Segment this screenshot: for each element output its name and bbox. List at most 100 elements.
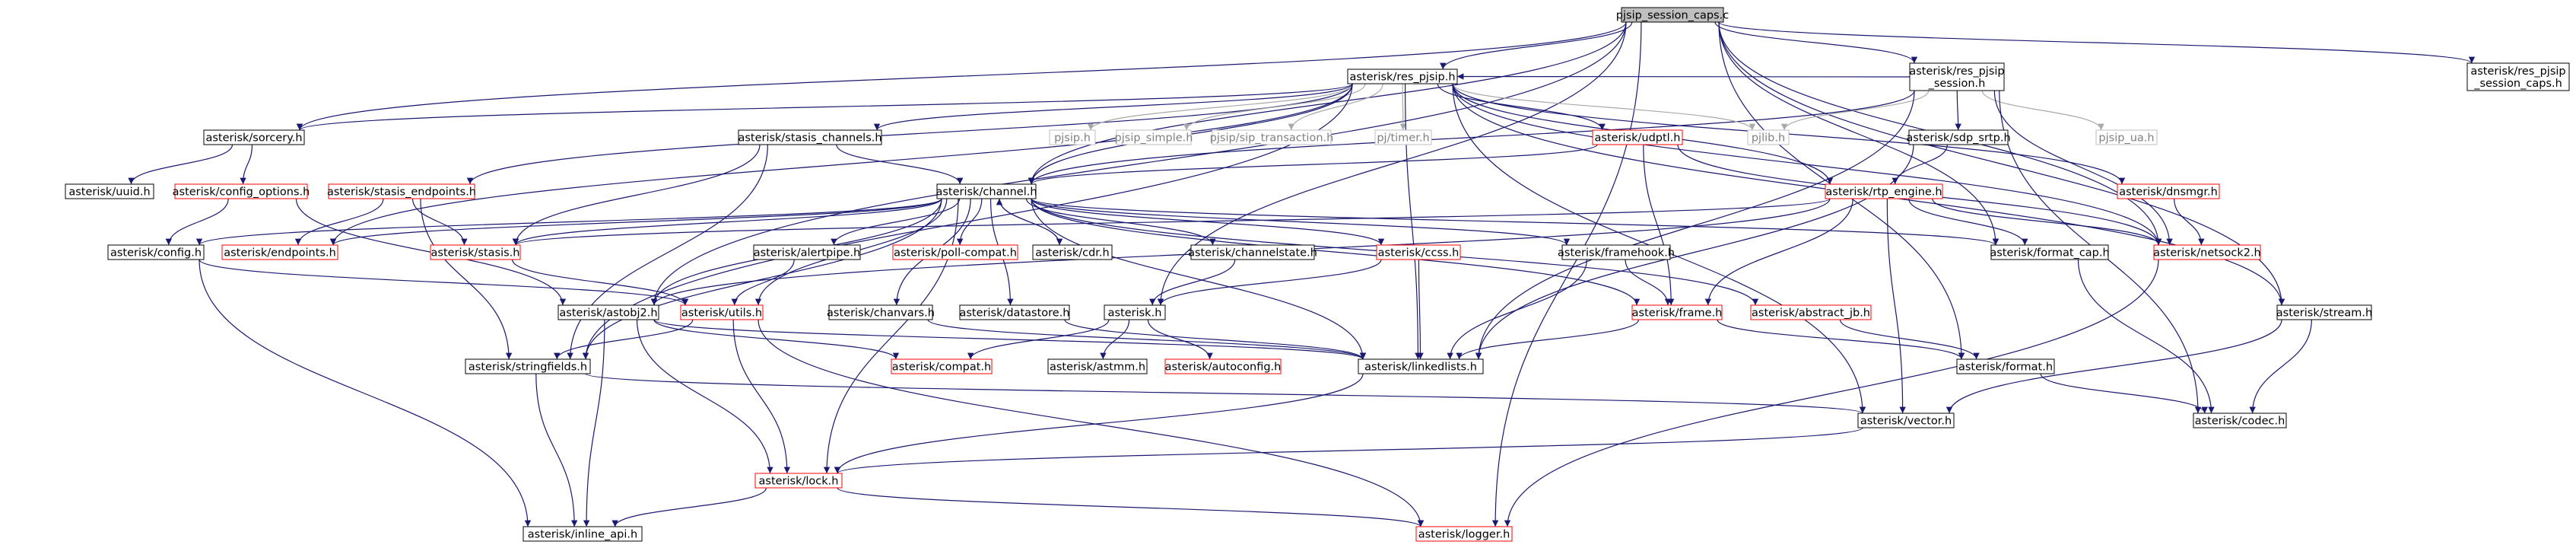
node-pjlib[interactable]: pjlib.h <box>1747 129 1790 145</box>
node-box <box>1212 129 1332 145</box>
node-abstract-jb[interactable]: asterisk/abstract_jb.h <box>1750 304 1872 320</box>
edge-sorcery-to-config-options <box>240 144 253 185</box>
node-sdp-srtp[interactable]: asterisk/sdp_srtp.h <box>1906 129 2011 145</box>
edge-astobj2-to-inline-api <box>583 319 605 527</box>
node-format[interactable]: asterisk/format.h <box>1956 358 2055 374</box>
node-stasis[interactable]: asterisk/stasis.h <box>430 244 521 260</box>
node-stasis-channels[interactable]: asterisk/stasis_channels.h <box>738 129 882 145</box>
node-box <box>1047 358 1148 374</box>
node-vector[interactable]: asterisk/vector.h <box>1857 412 1955 428</box>
edge-res-pjsip-session-to-pjlib <box>1780 90 1930 131</box>
edge-channelstate-to-asterisk <box>1149 259 1236 306</box>
node-logger[interactable]: asterisk/logger.h <box>1415 526 1513 542</box>
node-stream[interactable]: asterisk/stream.h <box>2276 304 2373 320</box>
edge-channel-to-stasis <box>512 198 942 246</box>
node-box <box>1374 129 1432 145</box>
node-label: asterisk/stream.h <box>2276 307 2373 320</box>
node-channelstate[interactable]: asterisk/channelstate.h <box>1188 244 1317 260</box>
node-uuid[interactable]: asterisk/uuid.h <box>65 183 154 199</box>
node-astobj2[interactable]: asterisk/astobj2.h <box>557 304 659 320</box>
node-pjsip-simple[interactable]: pjsip_simple.h <box>1115 129 1193 145</box>
node-frame[interactable]: asterisk/frame.h <box>1631 304 1723 320</box>
node-box <box>1561 244 1671 260</box>
node-box <box>1631 304 1723 320</box>
node-label: asterisk/autoconfig.h <box>1165 361 1282 374</box>
node-config[interactable]: asterisk/config.h <box>107 244 205 260</box>
edge-stasis-endpoints-to-stasis <box>411 198 468 246</box>
node-asterisk[interactable]: asterisk.h <box>1104 304 1166 320</box>
node-utils[interactable]: asterisk/utils.h <box>680 304 764 320</box>
node-box <box>2095 129 2158 145</box>
node-rtp-engine[interactable]: asterisk/rtp_engine.h <box>1825 183 1943 199</box>
node-channel[interactable]: asterisk/channel.h <box>935 183 1037 199</box>
node-pjsip[interactable]: pjsip.h <box>1049 129 1096 145</box>
node-codec[interactable]: asterisk/codec.h <box>2193 412 2287 428</box>
node-stasis-endpoints[interactable]: asterisk/stasis_endpoints.h <box>327 183 476 199</box>
node-sorcery[interactable]: asterisk/sorcery.h <box>203 129 305 145</box>
edge-sorcery-to-uuid <box>128 144 233 185</box>
node-linkedlists[interactable]: asterisk/linkedlists.h <box>1358 358 1484 374</box>
node-stringfields[interactable]: asterisk/stringfields.h <box>465 358 591 374</box>
node-astmm[interactable]: asterisk/astmm.h <box>1047 358 1148 374</box>
edge-netsock2-to-logger <box>1504 259 2159 527</box>
node-label: asterisk/chanvars.h <box>827 307 935 320</box>
node-compat[interactable]: asterisk/compat.h <box>891 358 993 374</box>
edge-rtp-engine-to-frame <box>1704 198 1853 306</box>
node-autoconfig[interactable]: asterisk/autoconfig.h <box>1164 358 1282 374</box>
node-alertpipe[interactable]: asterisk/alertpipe.h <box>753 244 861 260</box>
node-label: pjsip/sip_transaction.h <box>1210 132 1334 145</box>
node-label: asterisk/utils.h <box>681 307 762 320</box>
node-dnsmgr[interactable]: asterisk/dnsmgr.h <box>2117 183 2220 199</box>
node-root[interactable]: pjsip_session_caps.c <box>1616 7 1729 23</box>
node-label: asterisk/astobj2.h <box>559 307 657 320</box>
node-endpoints[interactable]: asterisk/endpoints.h <box>221 244 338 260</box>
edge-stringfields-to-inline-api <box>535 373 578 527</box>
edge-channel-to-linkedlists <box>1031 198 1367 360</box>
node-box <box>203 129 305 145</box>
node-label: pjsip_simple.h <box>1115 132 1193 145</box>
node-config-options[interactable]: asterisk/config_options.h <box>173 183 310 199</box>
node-pjsip-sip-transaction[interactable]: pjsip/sip_transaction.h <box>1210 129 1334 145</box>
node-framehook[interactable]: asterisk/framehook.h <box>1558 244 1675 260</box>
node-format-cap[interactable]: asterisk/format_cap.h <box>1990 244 2110 260</box>
edge-root-to-sorcery <box>297 21 1627 131</box>
edge-res-pjsip-session-to-res-pjsip <box>1456 73 1911 80</box>
node-box <box>1415 526 1513 542</box>
node-box <box>828 304 933 320</box>
node-box <box>1358 358 1484 374</box>
edge-stasis-channels-to-stasis <box>512 144 761 246</box>
node-lock[interactable]: asterisk/lock.h <box>754 473 843 489</box>
node-label: asterisk/lock.h <box>759 476 839 488</box>
node-label: asterisk/astmm.h <box>1050 361 1145 374</box>
node-netsock2[interactable]: asterisk/netsock2.h <box>2153 244 2261 260</box>
node-box <box>1750 304 1872 320</box>
node-pj-timer[interactable]: pj/timer.h <box>1374 129 1432 145</box>
edge-channel-to-format-cap <box>1031 198 1999 246</box>
node-chanvars[interactable]: asterisk/chanvars.h <box>827 304 935 320</box>
node-res-pjsip-session-caps[interactable]: asterisk/res_pjsip_session_caps.h <box>2466 62 2570 91</box>
edge-stasis-endpoints-to-endpoints <box>294 198 384 246</box>
node-box <box>430 244 521 260</box>
edge-udptl-to-frame <box>1643 144 1675 306</box>
node-label: asterisk/res_pjsip_session.h <box>1909 65 2004 90</box>
node-res-pjsip-session[interactable]: asterisk/res_pjsip_session.h <box>1909 62 2005 91</box>
node-datastore[interactable]: asterisk/datastore.h <box>959 304 1070 320</box>
edge-res-pjsip-to-sorcery <box>297 83 1353 131</box>
node-inline-api[interactable]: asterisk/inline_api.h <box>523 526 643 542</box>
node-ccss[interactable]: asterisk/ccss.h <box>1376 244 1461 260</box>
node-box <box>959 304 1070 320</box>
node-box <box>2153 244 2261 260</box>
node-res-pjsip[interactable]: asterisk/res_pjsip.h <box>1347 68 1458 84</box>
edge-chanvars-to-linkedlists <box>927 319 1367 360</box>
node-label: asterisk/cdr.h <box>1035 247 1109 260</box>
edge-root-to-astobj2 <box>650 21 1627 306</box>
edge-res-pjsip-session-to-sdp-srtp <box>1955 90 1961 131</box>
node-pjsip-ua[interactable]: pjsip_ua.h <box>2095 129 2158 145</box>
node-box <box>2466 62 2570 91</box>
node-poll-compat[interactable]: asterisk/poll-compat.h <box>892 244 1018 260</box>
edge-res-pjsip-session-to-channel <box>1028 90 1915 185</box>
node-cdr[interactable]: asterisk/cdr.h <box>1032 244 1113 260</box>
edge-ccss-to-asterisk <box>1157 259 1382 306</box>
node-udptl[interactable]: asterisk/udptl.h <box>1592 129 1683 145</box>
node-label: pj/timer.h <box>1377 132 1429 145</box>
